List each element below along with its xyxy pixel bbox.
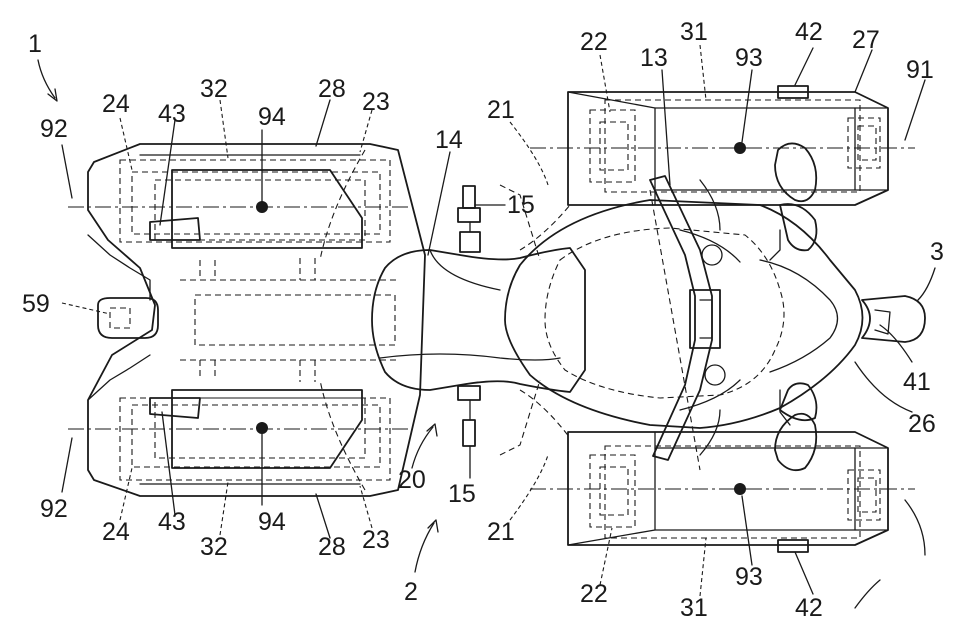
label-3: 3 xyxy=(930,238,944,266)
label-93-bottom: 93 xyxy=(735,563,763,591)
label-23-top: 23 xyxy=(362,88,390,116)
label-2: 2 xyxy=(404,578,418,606)
label-27: 27 xyxy=(852,26,880,54)
label-26: 26 xyxy=(908,410,936,438)
front-box-top xyxy=(567,85,889,206)
label-42-bottom: 42 xyxy=(795,594,823,622)
leader-lines xyxy=(37,44,936,609)
mirror-top xyxy=(774,142,818,252)
front-box-bottom xyxy=(567,431,889,553)
axis-lines xyxy=(68,147,915,490)
label-28-top: 28 xyxy=(318,75,346,103)
label-94-top: 94 xyxy=(258,103,286,131)
label-42-top: 42 xyxy=(795,18,823,46)
footpeg-top xyxy=(457,185,481,253)
rear-box-top xyxy=(119,159,391,249)
label-31-bottom: 31 xyxy=(680,594,708,622)
label-28-bottom: 28 xyxy=(318,533,346,561)
label-92-bottom: 92 xyxy=(40,495,68,523)
reference-numerals: 1 92 24 43 32 94 28 23 14 21 15 59 20 15… xyxy=(22,18,944,622)
rear-box-bottom xyxy=(119,389,391,481)
seat xyxy=(371,247,586,393)
label-15-bottom: 15 xyxy=(448,480,476,508)
label-32-top: 32 xyxy=(200,75,228,103)
label-41: 41 xyxy=(903,368,931,396)
label-15-top: 15 xyxy=(507,191,535,219)
label-43-top: 43 xyxy=(158,100,186,128)
label-22-top: 22 xyxy=(580,28,608,56)
front-grille xyxy=(861,295,926,343)
label-13: 13 xyxy=(640,44,668,72)
label-1: 1 xyxy=(28,30,42,58)
hitch-59 xyxy=(97,297,159,339)
label-24-top: 24 xyxy=(102,90,130,118)
label-94-bottom: 94 xyxy=(258,508,286,536)
label-59: 59 xyxy=(22,290,50,318)
label-14: 14 xyxy=(435,126,463,154)
label-22-bottom: 22 xyxy=(580,580,608,608)
label-93-top: 93 xyxy=(735,44,763,72)
label-21-bottom: 21 xyxy=(487,518,515,546)
label-20: 20 xyxy=(398,466,426,494)
label-21-top: 21 xyxy=(487,96,515,124)
label-92-top: 92 xyxy=(40,115,68,143)
label-32-bottom: 32 xyxy=(200,533,228,561)
mirror-bottom xyxy=(774,382,818,472)
label-31-top: 31 xyxy=(680,18,708,46)
label-91: 91 xyxy=(906,56,934,84)
footpeg-bottom xyxy=(457,385,481,447)
rear-carrier xyxy=(87,143,426,497)
label-23-bottom: 23 xyxy=(362,526,390,554)
rear-frame xyxy=(180,149,400,491)
label-43-bottom: 43 xyxy=(158,508,186,536)
label-24-bottom: 24 xyxy=(102,518,130,546)
